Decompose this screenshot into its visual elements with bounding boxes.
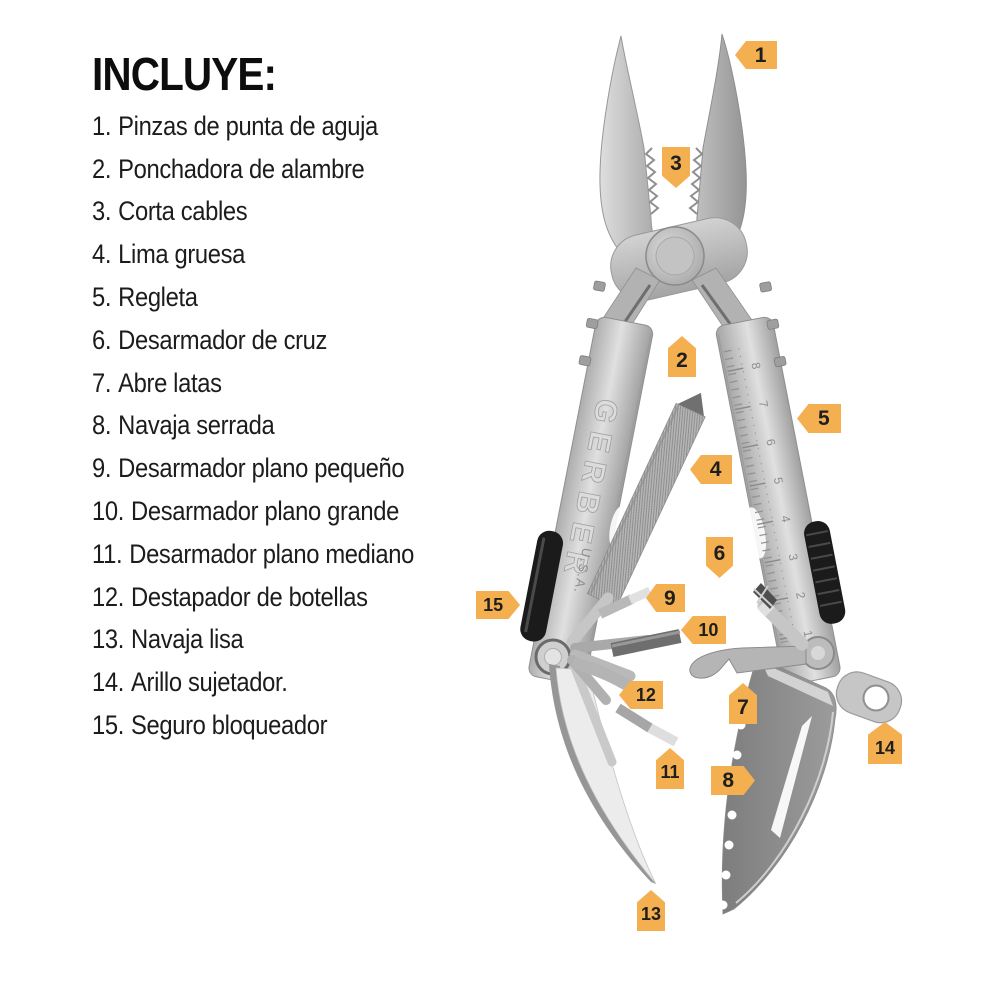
item-number: 2. [92,153,112,184]
callout-number: 1 [754,43,767,67]
legend-item-10: 10.Desarmador plano grande [92,490,470,533]
callout-number: 11 [660,762,680,783]
legend-item-6: 6.Desarmador de cruz [92,319,470,362]
callout-number: 9 [663,586,676,610]
legend-item-1: 1.Pinzas de punta de aguja [92,105,470,148]
callout-number: 2 [676,348,688,372]
legend-item-8: 8.Navaja serrada [92,405,470,448]
item-number: 15. [92,710,124,741]
ruler-number: 3 [786,553,801,563]
legend-items: 1.Pinzas de punta de aguja 2.Ponchadora … [92,105,470,747]
ruler-number: 6 [763,438,778,448]
legend-item-15: 15.Seguro bloqueador [92,704,470,747]
handle-right: 8 7 6 5 4 3 2 1 [715,281,846,686]
bolt [773,356,787,368]
needle-nose-pliers [599,33,747,269]
callout-number: 6 [713,542,726,566]
bolt [759,281,772,293]
legend-item-2: 2.Ponchadora de alambre [92,148,470,191]
lanyard-ring [835,671,903,724]
item-number: 8. [92,410,112,441]
large-flat-screwdriver [610,629,682,657]
item-number: 13. [92,624,124,655]
callout-number: 5 [817,407,830,430]
item-label: Navaja serrada [118,410,275,441]
legend-item-4: 4.Lima gruesa [92,233,470,276]
legend-item-12: 12.Destapador de botellas [92,576,470,619]
ruler-number: 7 [756,399,771,409]
ruler-number: 1 [801,629,816,639]
item-label: Desarmador plano pequeño [118,453,405,484]
legend: INCLUYE: 1.Pinzas de punta de aguja 2.Po… [92,50,470,747]
callout-number: 12 [635,685,656,705]
item-label: Corta cables [118,196,248,227]
item-label: Seguro bloqueador [131,710,328,741]
legend-item-11: 11.Desarmador plano mediano [92,533,470,576]
item-label: Desarmador plano mediano [129,538,415,569]
small-flat-screwdriver [597,586,652,619]
legend-item-5: 5.Regleta [92,276,470,319]
bolt [578,355,592,367]
item-label: Abre latas [118,367,222,398]
bolt [593,280,606,292]
item-number: 14. [92,667,124,698]
item-number: 12. [92,581,124,612]
callout-number: 7 [737,695,749,719]
medium-flat-screwdriver [615,703,679,747]
item-label: Desarmador de cruz [118,324,328,355]
item-label: Pinzas de punta de aguja [118,110,378,141]
item-number: 5. [92,282,112,313]
item-number: 1. [92,110,112,141]
callout-number: 4 [709,458,722,481]
phillips-screwdriver [753,583,809,651]
callout-number: 15 [483,595,504,615]
callout-number: 3 [670,152,682,176]
callout-number: 10 [698,620,719,640]
legend-item-13: 13.Navaja lisa [92,619,470,662]
callout-number: 8 [722,769,734,792]
awl-tool [570,663,617,767]
item-label: Navaja lisa [131,624,244,655]
legend-item-7: 7.Abre latas [92,362,470,405]
lock-slider-grip [520,530,564,642]
item-label: Regleta [118,282,198,313]
ruler: 8 7 6 5 4 3 2 1 [723,345,816,644]
bolt [766,318,780,330]
ruler-number: 8 [748,361,763,371]
callout-number: 13 [640,904,662,925]
legend-item-9: 9.Desarmador plano pequeño [92,447,470,490]
item-number: 6. [92,324,112,355]
legend-item-14: 14.Arillo sujetador. [92,661,470,704]
item-number: 9. [92,453,112,484]
jaw-serration-right [688,147,704,215]
jaw-serration-left [644,147,660,215]
item-label: Ponchadora de alambre [118,153,365,184]
item-number: 11. [92,538,123,569]
item-number: 10. [92,496,124,527]
callout-number: 14 [874,737,896,758]
item-label: Lima gruesa [118,239,246,270]
ruler-number: 2 [793,591,808,601]
bolt [585,317,599,330]
legend-item-3: 3.Corta cables [92,191,470,234]
ruler-number: 5 [771,476,786,486]
ruler-number: 4 [778,514,793,524]
item-number: 3. [92,196,112,227]
item-number: 4. [92,239,112,270]
legend-title: INCLUYE: [92,48,277,100]
item-label: Destapador de botellas [131,581,368,612]
item-label: Desarmador plano grande [131,496,399,527]
callout-14: 14 [868,722,902,764]
item-label: Arillo sujetador. [131,667,288,698]
can-opener-tool [689,645,807,679]
item-number: 7. [92,367,112,398]
